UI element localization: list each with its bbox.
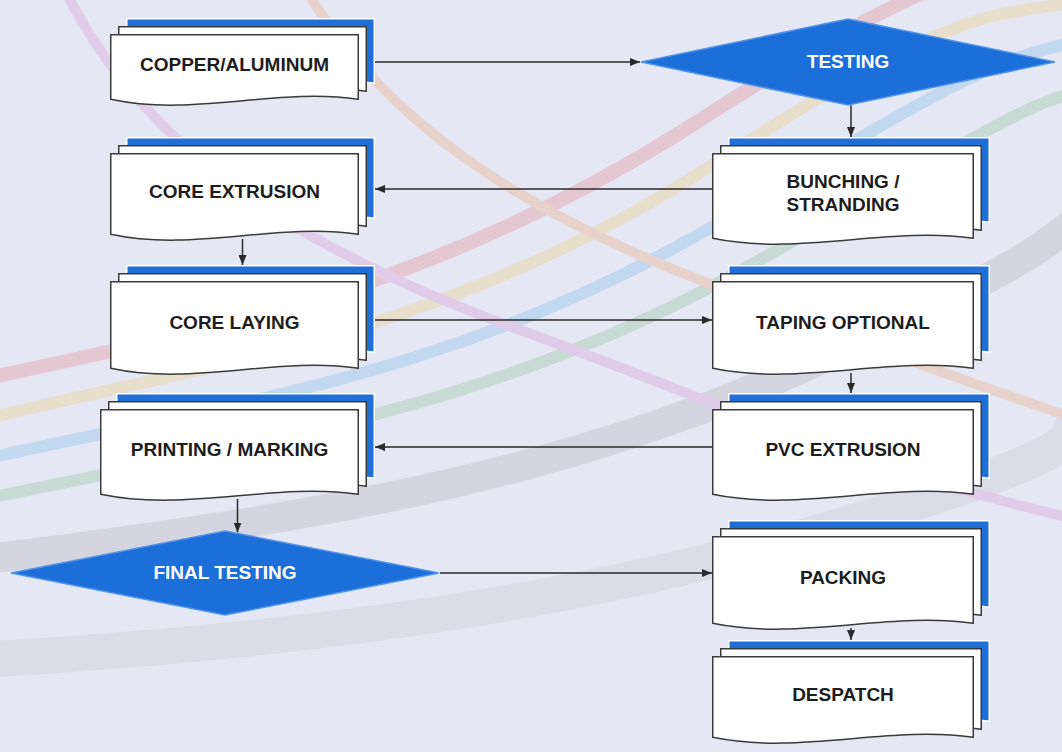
- document-layer: [713, 154, 974, 244]
- text-area: PACKING: [712, 536, 974, 630]
- flow-arrow: [375, 188, 712, 190]
- flow-arrow: [440, 572, 712, 574]
- text-area: CORE EXTRUSION: [110, 153, 359, 241]
- process-box: CORE EXTRUSION: [110, 137, 375, 241]
- process-box: TAPING OPTIONAL: [712, 265, 990, 375]
- step-label: TESTING: [807, 51, 889, 74]
- diamond-outline: [11, 531, 439, 615]
- document-layer: [713, 282, 974, 374]
- process-box: COPPER/ALUMINUM: [110, 18, 375, 106]
- step-label: TAPING OPTIONAL: [756, 312, 930, 335]
- process-box: PRINTING / MARKING: [100, 393, 375, 501]
- step-label: CORE LAYING: [169, 312, 299, 335]
- document-layer: [713, 657, 974, 743]
- step-label: PRINTING / MARKING: [131, 439, 328, 462]
- flow-arrow: [375, 446, 712, 448]
- step-label: BUNCHING / STRANDING: [768, 171, 918, 217]
- step-label: PACKING: [800, 567, 886, 590]
- text-area: BUNCHING / STRANDING: [712, 153, 974, 245]
- step-label: FINAL TESTING: [153, 562, 296, 585]
- diamond-outline: [641, 19, 1055, 105]
- text-area: CORE LAYING: [110, 281, 359, 375]
- text-area: PRINTING / MARKING: [100, 409, 359, 501]
- flow-arrow: [375, 319, 712, 321]
- text-area: TAPING OPTIONAL: [712, 281, 974, 375]
- document-layer: [713, 537, 974, 629]
- text-area: DESPATCH: [712, 656, 974, 744]
- step-label: PVC EXTRUSION: [765, 439, 920, 462]
- process-box: DESPATCH: [712, 640, 990, 744]
- step-label: CORE EXTRUSION: [149, 181, 320, 204]
- process-box: PVC EXTRUSION: [712, 393, 990, 501]
- step-label: DESPATCH: [792, 684, 894, 707]
- text-area: PVC EXTRUSION: [712, 409, 974, 501]
- flow-arrow: [237, 499, 239, 533]
- flow-arrow: [242, 239, 244, 265]
- flow-arrow: [850, 105, 852, 137]
- decision-diamond: FINAL TESTING: [10, 530, 440, 616]
- process-box: CORE LAYING: [110, 265, 375, 375]
- text-area: TESTING: [640, 18, 1056, 106]
- document-layer: [713, 410, 974, 500]
- process-box: PACKING: [712, 520, 990, 630]
- text-area: FINAL TESTING: [10, 530, 440, 616]
- document-layer: [111, 154, 359, 240]
- flow-arrow: [850, 628, 852, 640]
- flow-arrow: [375, 61, 640, 63]
- step-label: COPPER/ALUMINUM: [140, 54, 329, 77]
- document-layer: [101, 410, 359, 500]
- flow-arrow: [850, 373, 852, 393]
- document-layer: [111, 282, 359, 374]
- decision-diamond: TESTING: [640, 18, 1056, 106]
- process-box: BUNCHING / STRANDING: [712, 137, 990, 245]
- text-area: COPPER/ALUMINUM: [110, 34, 359, 106]
- document-layer: [111, 35, 359, 105]
